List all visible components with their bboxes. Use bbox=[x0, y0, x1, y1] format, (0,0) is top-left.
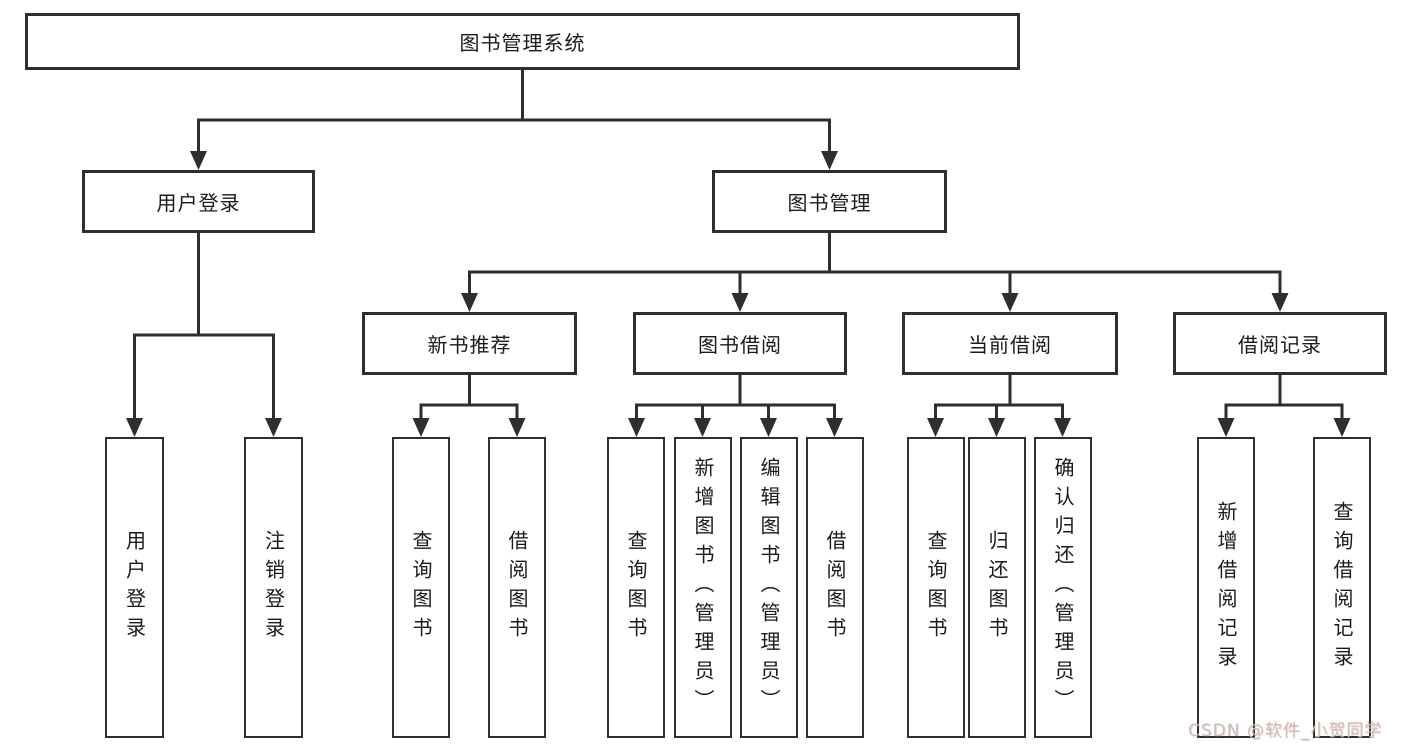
node-label: 查询图书 bbox=[924, 529, 948, 646]
node-label: 新增图书（管理员） bbox=[691, 457, 715, 718]
node-book-management-system: 图书管理系统 bbox=[25, 13, 1020, 70]
leaf-add-books-admin: 新增图书（管理员） bbox=[674, 437, 732, 738]
leaf-borrow-books: 借阅图书 bbox=[806, 437, 864, 738]
leaf-query-books: 查询图书 bbox=[607, 437, 665, 738]
node-label: 图书管理 bbox=[787, 191, 872, 215]
node-label: 查询图书 bbox=[409, 529, 433, 646]
node-label: 图书管理系统 bbox=[459, 31, 586, 55]
node-label: 借阅图书 bbox=[823, 529, 847, 646]
node-label: 新增借阅记录 bbox=[1214, 500, 1238, 675]
node-label: 归还图书 bbox=[985, 529, 1009, 646]
node-label: 编辑图书（管理员） bbox=[757, 457, 781, 718]
node-label: 借阅记录 bbox=[1238, 333, 1322, 357]
node-label: 用户登录 bbox=[122, 529, 147, 646]
arrowheads bbox=[126, 151, 1351, 437]
node-book-borrow: 图书借阅 bbox=[633, 312, 847, 375]
csdn-watermark: CSDN @软件_小贺同学 bbox=[1188, 721, 1383, 741]
node-label: 查询借阅记录 bbox=[1330, 500, 1354, 675]
node-new-book-recommend: 新书推荐 bbox=[362, 312, 577, 375]
node-label: 当前借阅 bbox=[968, 333, 1052, 357]
leaf-user-login: 用户登录 bbox=[105, 437, 164, 738]
leaf-borrow-books-recommend: 借阅图书 bbox=[488, 437, 546, 738]
leaf-edit-books-admin: 编辑图书（管理员） bbox=[740, 437, 798, 738]
leaf-add-borrow-record: 新增借阅记录 bbox=[1197, 437, 1255, 738]
leaf-query-books-recommend: 查询图书 bbox=[392, 437, 450, 738]
leaf-return-books: 归还图书 bbox=[968, 437, 1026, 738]
node-label: 查询图书 bbox=[624, 529, 648, 646]
node-current-borrow: 当前借阅 bbox=[902, 312, 1118, 375]
node-label: 确认归还（管理员） bbox=[1051, 457, 1075, 718]
node-borrow-record: 借阅记录 bbox=[1173, 312, 1387, 375]
node-label: 注销登录 bbox=[261, 529, 286, 646]
node-user-login: 用户登录 bbox=[82, 170, 315, 233]
node-label: 用户登录 bbox=[156, 191, 241, 215]
node-label: 新书推荐 bbox=[427, 333, 512, 357]
node-book-management: 图书管理 bbox=[712, 170, 947, 233]
leaf-logout: 注销登录 bbox=[244, 437, 303, 738]
leaf-query-books-current: 查询图书 bbox=[907, 437, 965, 738]
leaf-query-borrow-record: 查询借阅记录 bbox=[1313, 437, 1371, 738]
node-label: 图书借阅 bbox=[698, 333, 782, 357]
leaf-confirm-return-admin: 确认归还（管理员） bbox=[1034, 437, 1092, 738]
node-label: 借阅图书 bbox=[505, 529, 529, 646]
